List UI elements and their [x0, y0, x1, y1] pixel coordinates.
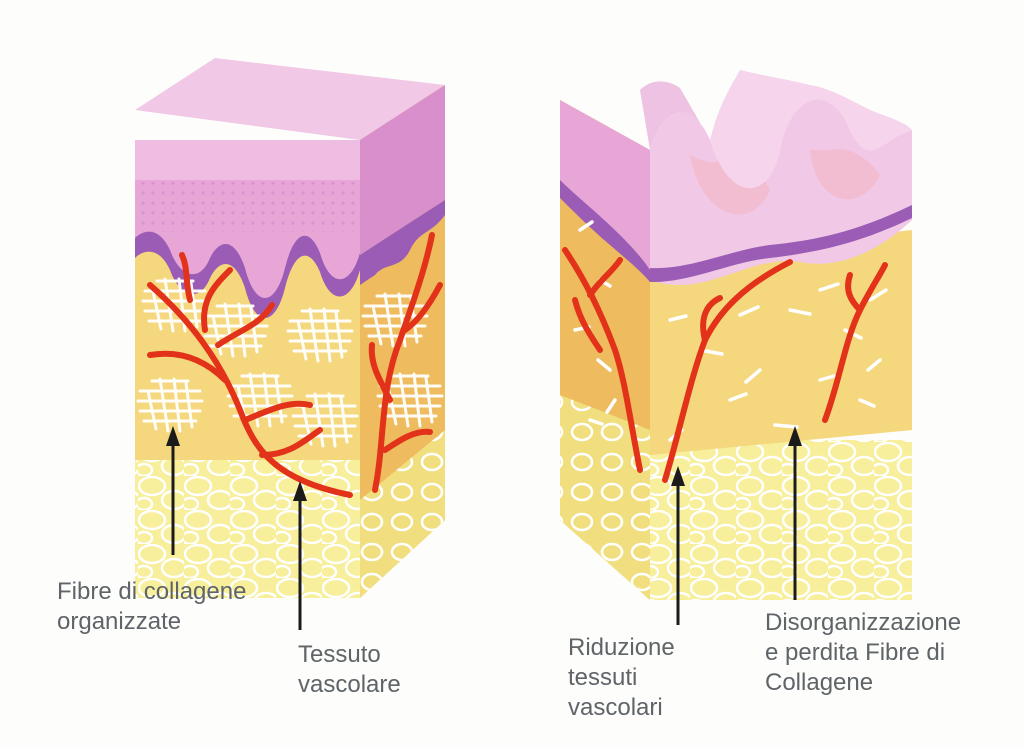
aged-vascular-label: Riduzione tessuti vascolari	[568, 634, 675, 721]
aged-collagen-label: Disorganizzazione e perdita Fibre di Col…	[765, 609, 962, 696]
healthy-side-subcutis	[360, 430, 445, 598]
aged-side-epidermis	[560, 100, 650, 270]
healthy-skin-block	[135, 58, 445, 630]
healthy-epidermis-top	[135, 58, 445, 140]
healthy-vascular-label: Tessuto vascolare	[298, 641, 401, 698]
aged-epidermis-top	[560, 70, 912, 189]
healthy-arrows	[166, 426, 307, 630]
aged-side-subcutis	[560, 395, 650, 600]
healthy-side-epidermis	[360, 85, 445, 255]
healthy-vessels	[147, 232, 443, 498]
healthy-basal-layer	[135, 231, 360, 318]
aged-vessels	[562, 247, 888, 483]
aged-arrows	[671, 426, 802, 625]
healthy-subcutis	[135, 450, 360, 598]
aged-basal-layer	[650, 205, 912, 283]
aged-collagen-fibres	[573, 220, 888, 442]
healthy-collagen-label: Fibre di collagene organizzate	[57, 578, 247, 635]
aged-skin-block	[560, 70, 912, 625]
aged-subcutis	[650, 440, 912, 600]
